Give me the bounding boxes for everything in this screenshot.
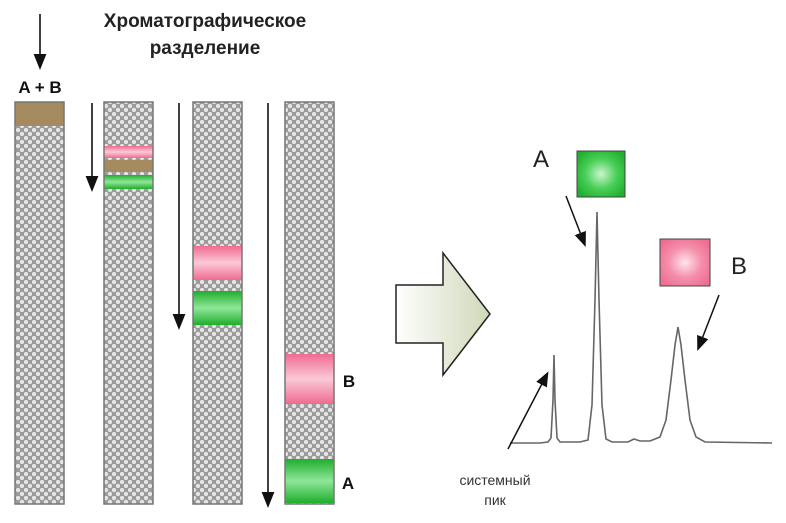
- peak-a-pointer: [565, 195, 586, 247]
- column-2: [103, 101, 154, 505]
- peak-b-pointer: [697, 294, 720, 351]
- column-4: [284, 101, 335, 505]
- peak-a-color-box: [576, 150, 626, 198]
- band-a-stage-2: [104, 175, 153, 189]
- band-mix-stage-2: [104, 160, 153, 172]
- title-line-1: Хроматографическое: [104, 11, 306, 32]
- column-label-a: A: [342, 474, 354, 493]
- column-label-b: B: [343, 372, 355, 391]
- column-2-outline: [103, 101, 154, 505]
- band-b-stage-2: [104, 146, 153, 158]
- band-b-stage-3: [193, 246, 242, 280]
- column-4-packing: [285, 102, 334, 504]
- column-1-packing: [15, 102, 64, 504]
- band-b-stage-4: [285, 354, 334, 404]
- peak-a-label: A: [533, 146, 549, 173]
- transition-arrow: [395, 250, 491, 378]
- column-1: [14, 101, 65, 505]
- column-1-outline: [14, 101, 65, 505]
- peak-b-color-box: [659, 238, 711, 287]
- band-a-stage-3: [193, 291, 242, 325]
- column-3: [192, 101, 243, 505]
- chromatogram-trace: [510, 211, 773, 444]
- column-4-outline: [284, 101, 335, 505]
- column-3-outline: [192, 101, 243, 505]
- system-peak-label-line-1: системный: [459, 472, 530, 488]
- sample-band-mix: [15, 102, 64, 126]
- title-line-2: разделение: [150, 38, 261, 59]
- system-peak-pointer: [507, 371, 549, 450]
- peak-b-label: B: [731, 253, 747, 280]
- injection-label: A + B: [18, 78, 61, 97]
- system-peak-label-line-2: пик: [484, 492, 506, 508]
- band-a-stage-4: [285, 459, 334, 503]
